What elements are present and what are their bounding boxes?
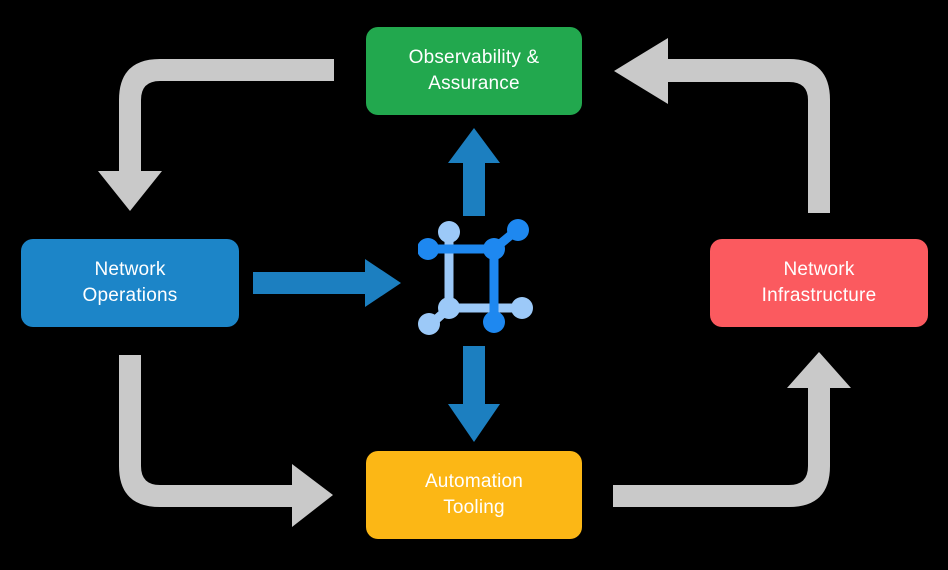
node-label-observability: Observability & Assurance	[408, 47, 540, 94]
node-label-network-operations: Network Operations	[82, 259, 178, 306]
node-box-network-operations[interactable]: Network Operations	[21, 239, 239, 327]
node-label-network-infrastructure: Network Infrastructure	[761, 259, 877, 306]
node-box-network-infrastructure[interactable]: Network Infrastructure	[710, 239, 928, 327]
arrow-observability-to-operations	[98, 59, 334, 211]
node-label-automation-tooling: Automation Tooling	[424, 471, 524, 518]
arrow-automation-to-infrastructure	[613, 352, 851, 507]
arrow-center-to-automation	[448, 346, 500, 442]
arrow-operations-to-center	[253, 259, 401, 307]
node-box-automation-tooling[interactable]: Automation Tooling	[366, 451, 582, 539]
arrow-operations-to-automation	[119, 355, 333, 527]
node-box-observability[interactable]: Observability & Assurance	[366, 27, 582, 115]
arrow-infrastructure-to-observability	[614, 38, 830, 213]
network-graph-icon	[418, 219, 533, 335]
arrow-center-to-observability	[448, 128, 500, 216]
